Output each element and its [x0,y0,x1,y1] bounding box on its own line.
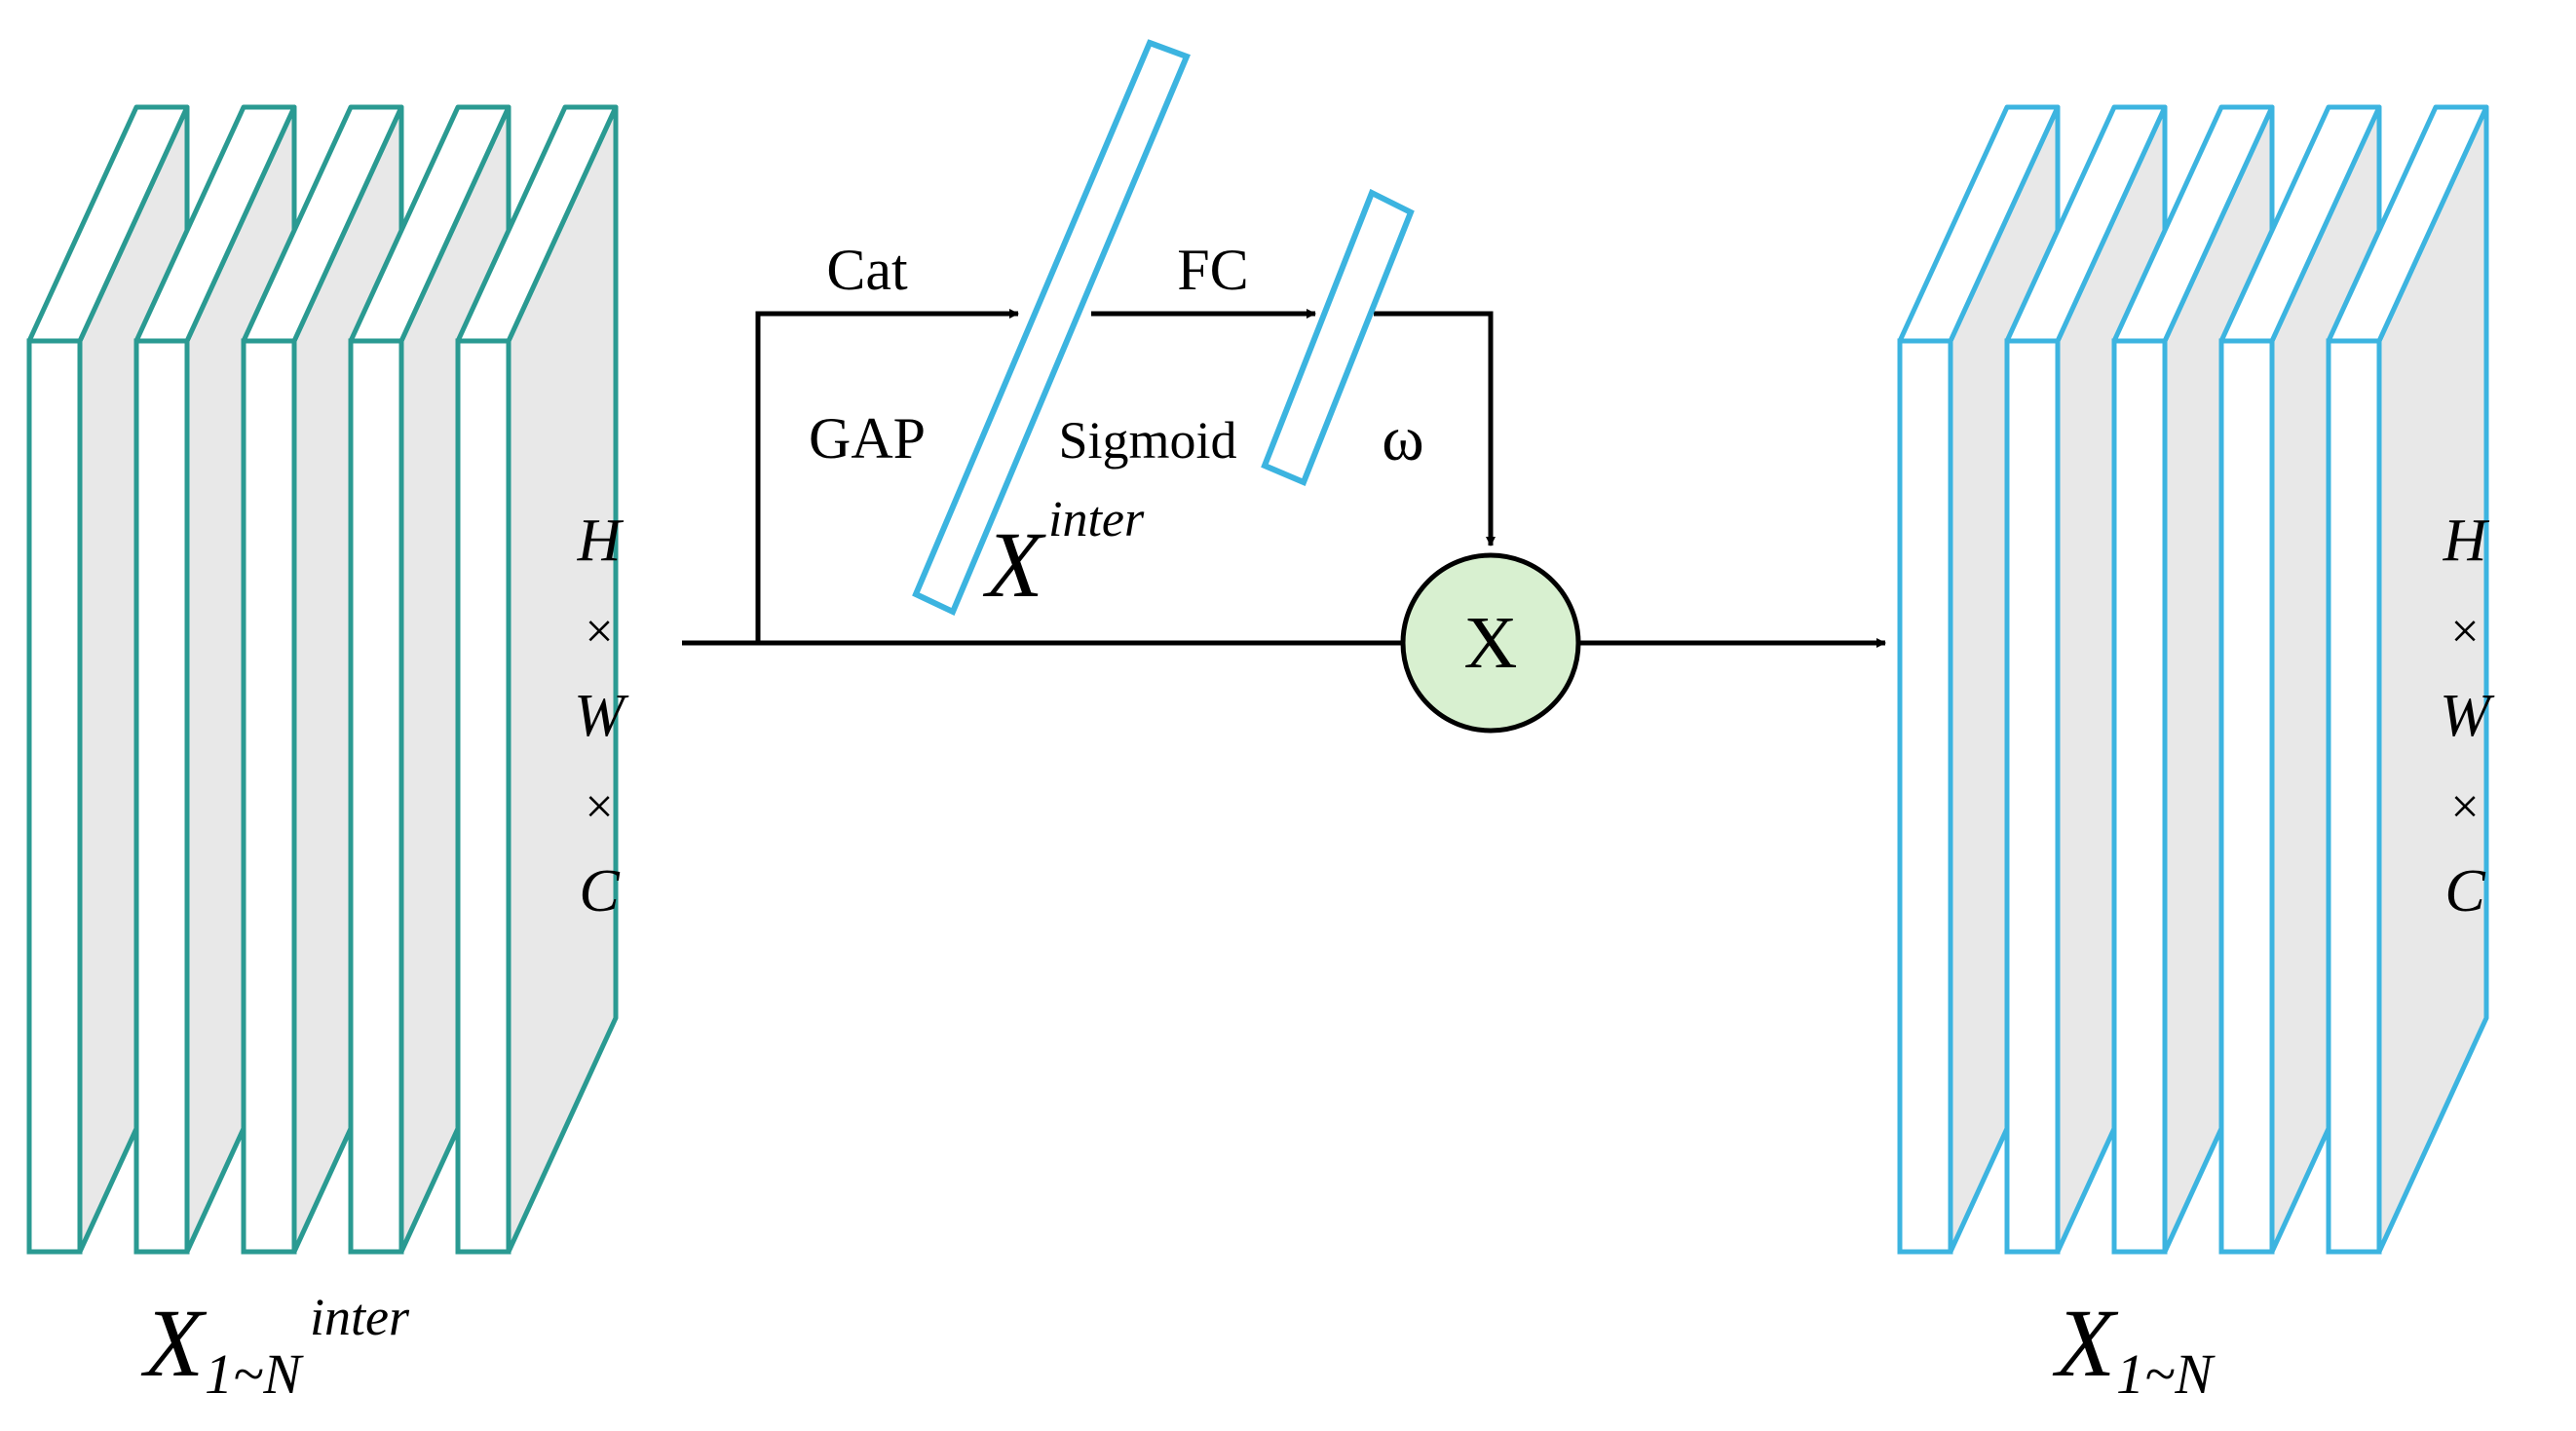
op-labels: Cat GAP FC Sigmoid ω [809,238,1424,474]
right-dim-times-2: × [2450,779,2479,835]
left-feature-stack [26,104,619,1255]
right-dim-times-1: × [2450,604,2479,659]
inter-bar [912,39,1191,617]
left-label-base: X [140,1289,208,1397]
cat-label: Cat [826,238,908,302]
right-dim-h: H [2443,508,2490,574]
left-label-sup: inter [310,1288,410,1346]
connectors [682,309,1886,648]
multiply-node: X [1400,552,1581,734]
left-stack-label: X 1~N inter [140,1288,410,1406]
multiply-circle [1400,552,1581,734]
right-label-sub: 1~N [2116,1342,2216,1406]
left-dim-times-2: × [585,779,613,835]
right-feature-stack [1897,104,2489,1255]
weight-bar [1261,188,1415,486]
left-slice-5 [455,104,619,1255]
left-dims-label: H × W × C [574,508,629,924]
omega-branch [1374,311,1496,546]
inter-label-sup: inter [1048,492,1145,547]
right-dim-c: C [2444,858,2485,924]
inter-feature-bar [912,39,1191,617]
right-dim-w: W [2440,683,2495,749]
left-dim-c: C [579,858,620,924]
right-slice-5 [2326,104,2489,1255]
gap-label: GAP [809,406,926,471]
left-label-sub: 1~N [205,1342,304,1406]
left-dim-w: W [574,683,629,749]
right-stack-label: X 1~N [2052,1289,2216,1406]
inter-label-base: X [982,512,1046,617]
inter-label: X inter [982,492,1145,617]
sigmoid-label: Sigmoid [1058,411,1236,470]
weight-vector-bar [1261,188,1415,486]
right-dims-label: H × W × C [2440,508,2495,924]
fc-label: FC [1177,238,1248,302]
left-dim-times-1: × [585,604,613,659]
omega-label: ω [1382,403,1423,474]
right-label-base: X [2052,1289,2119,1397]
multiply-symbol: X [1464,602,1518,684]
left-dim-h: H [577,508,625,574]
gap-cat-branch [755,309,1019,643]
